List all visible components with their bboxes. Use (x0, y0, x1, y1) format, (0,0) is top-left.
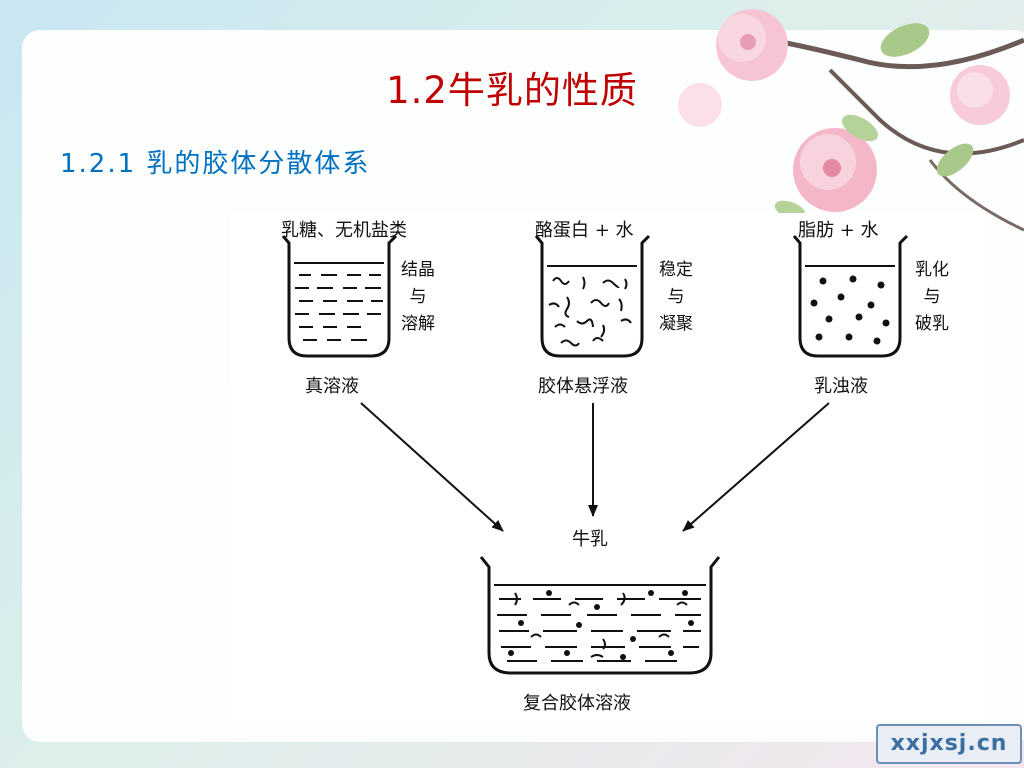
beaker-colloidal-suspension (534, 234, 651, 358)
beaker-2-top-label: 酪蛋白 + 水 (535, 220, 634, 241)
diagram-drawing (281, 234, 909, 675)
beaker-3-top-label: 脂肪 + 水 (798, 220, 879, 241)
beaker-3-bottom-label: 乳浊液 (814, 376, 868, 397)
milk-top-label: 牛乳 (572, 529, 608, 550)
beaker-1-top-label: 乳糖、无机盐类 (281, 220, 407, 241)
arrow-left (360, 402, 504, 532)
page-title: 1.2牛乳的性质 (386, 69, 638, 112)
beaker-3-side-label: 乳化 与 破乳 (915, 260, 949, 334)
beaker-milk (479, 556, 721, 675)
beaker-1-side-label: 结晶 与 溶解 (401, 260, 435, 334)
beaker-true-solution (281, 234, 398, 358)
arrow-right (682, 402, 830, 532)
beaker-2-side-label: 稳定 与 凝聚 (659, 260, 693, 334)
beaker-emulsion (792, 234, 909, 358)
milk-bottom-label: 复合胶体溶液 (523, 693, 631, 714)
section-subtitle: 1.2.1 乳的胶体分散体系 (60, 149, 371, 179)
colloid-diagram: 乳糖、无机盐类 结晶 与 溶解 真溶液 酪蛋白 + 水 稳定 与 凝聚 胶体悬浮… (231, 213, 983, 725)
beaker-1-bottom-label: 真溶液 (305, 376, 359, 397)
site-watermark: xxjxsj.cn (876, 724, 1022, 764)
beaker-2-bottom-label: 胶体悬浮液 (538, 376, 628, 397)
